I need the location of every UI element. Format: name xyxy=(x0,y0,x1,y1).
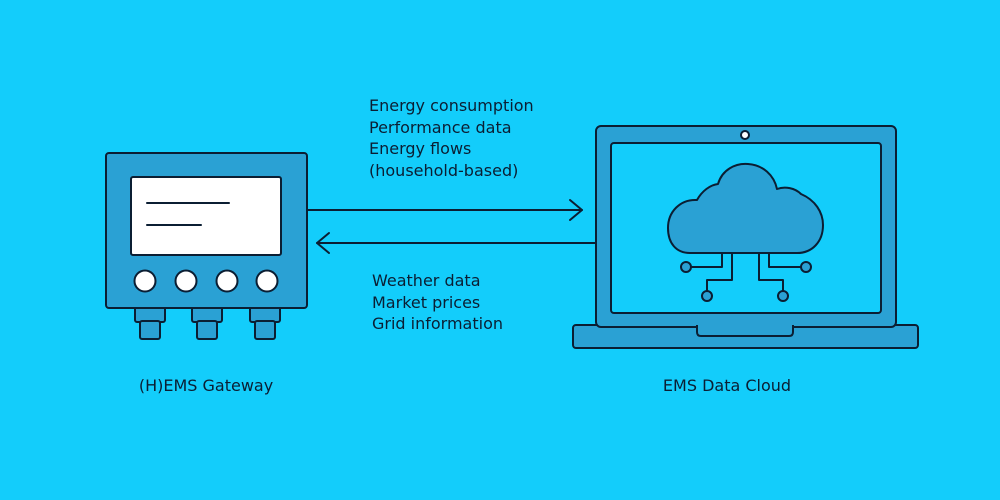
gateway-device-icon xyxy=(105,152,308,340)
downstream-data-list: Weather data Market prices Grid informat… xyxy=(372,270,503,335)
downstream-arrow xyxy=(316,232,596,254)
gateway-button xyxy=(174,269,198,293)
upstream-data-list: Energy consumption Performance data Ener… xyxy=(369,95,534,181)
upstream-data-item: Energy flows xyxy=(369,139,472,158)
gateway-connector xyxy=(134,305,166,340)
cloud-circuit xyxy=(687,251,805,296)
gateway-button xyxy=(215,269,239,293)
gateway-button xyxy=(133,269,157,293)
gateway-connector xyxy=(249,305,281,340)
upstream-data-item: Performance data xyxy=(369,117,512,137)
cloud-circuit-node xyxy=(680,261,812,302)
laptop-cloud-icon xyxy=(572,125,919,349)
cloud-shape xyxy=(667,162,824,254)
upstream-data-item: Energy consumption xyxy=(369,96,534,115)
laptop-notch xyxy=(696,325,794,337)
laptop-camera xyxy=(740,130,750,140)
downstream-data-item: Grid information xyxy=(372,314,504,333)
upstream-arrow xyxy=(307,199,583,221)
gateway-screen xyxy=(130,176,282,256)
downstream-data-item: Market prices xyxy=(372,292,481,312)
gateway-label: (H)EMS Gateway xyxy=(138,376,274,395)
upstream-data-item: (household-based) xyxy=(369,160,519,180)
gateway-connector xyxy=(191,305,223,340)
cloud-label: EMS Data Cloud xyxy=(662,376,792,395)
downstream-data-item: Weather data xyxy=(372,271,481,290)
gateway-button xyxy=(255,269,279,293)
